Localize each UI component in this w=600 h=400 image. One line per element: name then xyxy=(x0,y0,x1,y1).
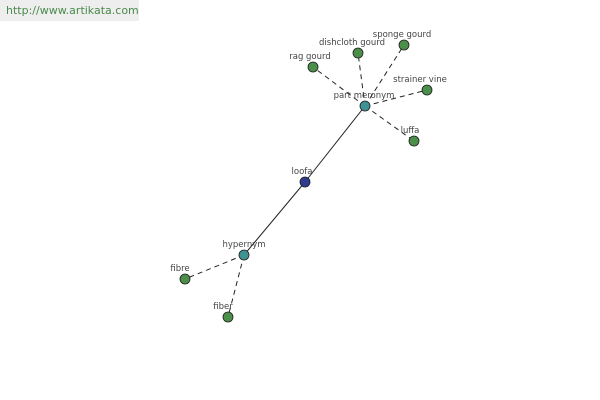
edge-part-meronym-luffa xyxy=(364,105,415,142)
label-loofa: loofa xyxy=(292,167,313,177)
label-fiber: fiber xyxy=(213,302,233,312)
watermark-url: http://www.artikata.com xyxy=(0,0,139,21)
node-loofa[interactable] xyxy=(299,176,311,188)
node-luffa[interactable] xyxy=(408,135,420,147)
edges-layer xyxy=(184,44,428,318)
label-part-meronym: part meronym xyxy=(334,91,395,101)
node-sponge-gourd[interactable] xyxy=(398,39,410,51)
edge-part-meronym-strainer-vine xyxy=(364,89,428,107)
node-fibre[interactable] xyxy=(179,273,191,285)
node-rag-gourd[interactable] xyxy=(307,61,319,73)
label-hypernym: hypernym xyxy=(222,240,265,250)
labels-layer: rag gourd dishcloth gourd sponge gourd s… xyxy=(170,30,446,312)
node-hypernym[interactable] xyxy=(238,249,250,261)
edge-hypernym-fibre xyxy=(184,254,245,280)
edge-part-meronym-rag-gourd xyxy=(312,66,366,107)
node-dishcloth-gourd[interactable] xyxy=(352,47,364,59)
node-part-meronym[interactable] xyxy=(359,100,371,112)
edge-center-part-meronym xyxy=(304,105,366,183)
label-fibre: fibre xyxy=(170,264,189,274)
label-rag-gourd: rag gourd xyxy=(289,52,331,62)
label-luffa: luffa xyxy=(401,126,420,136)
node-fiber[interactable] xyxy=(222,311,234,323)
edge-part-meronym-sponge-gourd xyxy=(364,44,405,107)
label-sponge-gourd: sponge gourd xyxy=(373,30,431,40)
label-dishcloth-gourd: dishcloth gourd xyxy=(319,38,385,48)
node-strainer-vine[interactable] xyxy=(421,84,433,96)
edge-hypernym-fiber xyxy=(227,254,245,318)
edge-center-hypernym xyxy=(243,181,306,256)
label-strainer-vine: strainer vine xyxy=(393,75,447,85)
nodes-layer xyxy=(179,39,433,323)
